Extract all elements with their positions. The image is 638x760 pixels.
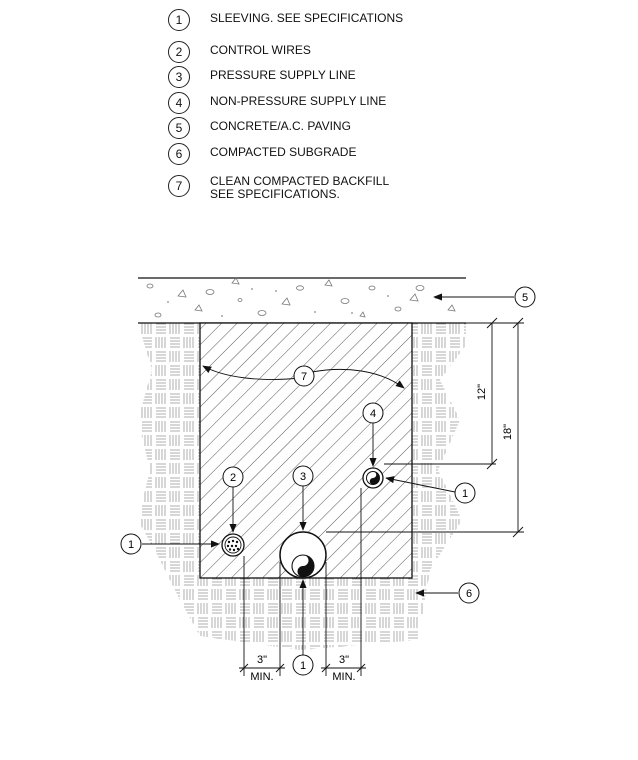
legend: 1 SLEEVING. SEE SPECIFICATIONS 2 CONTROL… (0, 0, 638, 220)
sleeve-bottom-callout: 1 (292, 579, 314, 676)
sleeve-right-callout: 1 (385, 476, 476, 504)
subgrade-callout: 6 (415, 582, 480, 604)
dimension-3in-left: 3" (257, 654, 267, 666)
legend-number: 4 (168, 92, 190, 114)
legend-label: CONCRETE/A.C. PAVING (210, 119, 351, 133)
backfill-callout: 7 (202, 365, 405, 389)
pressure-line-callout: 3 (292, 465, 314, 531)
callout-label: 7 (301, 371, 307, 383)
dimension-12in: 12" (476, 384, 488, 400)
dimension-18in: 18" (502, 424, 514, 440)
legend-number: 6 (168, 143, 190, 165)
legend-label: COMPACTED SUBGRADE (210, 145, 357, 159)
legend-label: SLEEVING. SEE SPECIFICATIONS (210, 11, 404, 25)
control-wires (221, 533, 245, 557)
paving-layer (138, 277, 466, 324)
legend-label: CONTROL WIRES (210, 43, 311, 57)
non-pressure-supply-line (362, 467, 384, 489)
callout-label: 4 (370, 408, 376, 420)
paving-callout: 5 (433, 286, 536, 308)
control-wires-callout: 2 (222, 466, 244, 533)
legend-number: 3 (168, 66, 190, 88)
dimension-3in-right: 3" (339, 654, 349, 666)
callout-label: 5 (522, 292, 528, 304)
depth-dimensions (326, 317, 524, 538)
legend-label: NON-PRESSURE SUPPLY LINE (210, 94, 387, 108)
legend-number: 5 (168, 117, 190, 139)
callout-label: 2 (230, 472, 236, 484)
clearance-dimensions (239, 488, 366, 676)
dimension-min-left: MIN. (250, 671, 273, 683)
callout-label: 1 (300, 660, 306, 672)
pressure-supply-line (279, 531, 327, 579)
callout-label: 3 (300, 471, 306, 483)
callout-label: 1 (128, 539, 134, 551)
dimension-min-right: MIN. (332, 671, 355, 683)
legend-number: 2 (168, 41, 190, 63)
non-pressure-callout: 4 (362, 402, 384, 467)
callout-label: 1 (462, 488, 468, 500)
callout-label: 6 (466, 588, 472, 600)
legend-label: PRESSURE SUPPLY LINE (210, 68, 356, 82)
sleeve-left-callout: 1 (120, 533, 220, 555)
legend-number: 1 (168, 9, 190, 31)
legend-number: 7 (168, 175, 190, 197)
